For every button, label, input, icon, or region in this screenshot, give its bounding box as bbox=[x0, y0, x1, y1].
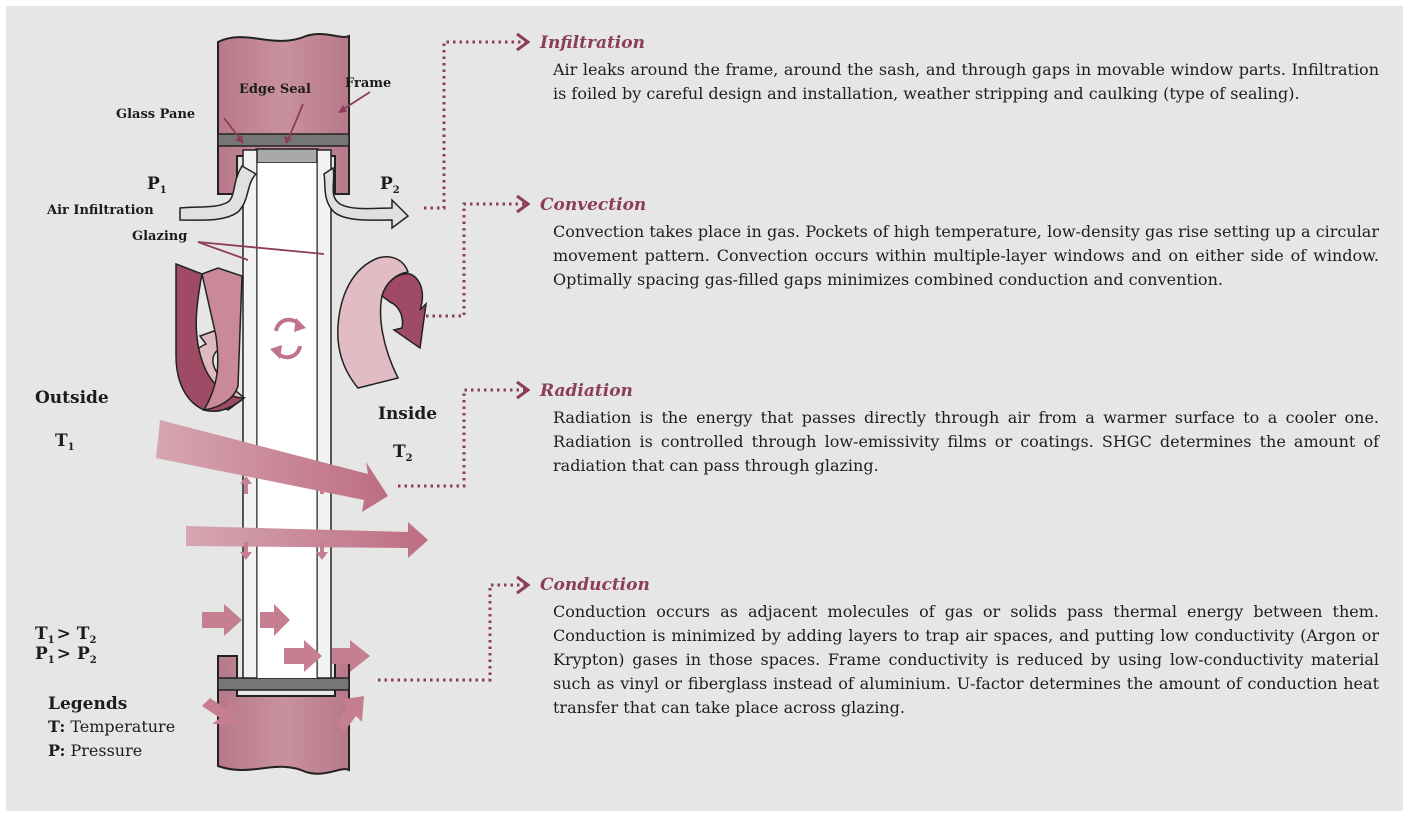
inside-convection-arrow-light bbox=[337, 256, 409, 389]
section-convection: Convection Convection takes place in gas… bbox=[540, 194, 1379, 292]
window-heat-transfer-diagram bbox=[156, 32, 531, 775]
label-pressure-relation: P1> P2 bbox=[35, 644, 97, 666]
section-body: Convection takes place in gas. Pockets o… bbox=[553, 222, 1379, 289]
label-outside: Outside bbox=[35, 388, 109, 408]
label-t2: T2 bbox=[393, 442, 413, 464]
outside-convection-arrow-dark bbox=[175, 262, 247, 412]
top-frame-cap bbox=[217, 133, 350, 147]
radiation-beam-upper bbox=[156, 420, 388, 512]
label-air-infiltration: Air Infiltration bbox=[47, 203, 154, 218]
glass-pane-left bbox=[242, 149, 258, 679]
label-temperature-relation: T1> T2 bbox=[35, 624, 97, 646]
label-t1: T1 bbox=[55, 431, 75, 453]
section-infiltration: Infiltration Air leaks around the frame,… bbox=[540, 32, 1379, 106]
legend-item-pressure: P: Pressure bbox=[48, 741, 143, 760]
section-body: Radiation is the energy that passes dire… bbox=[553, 408, 1379, 475]
section-body: Air leaks around the frame, around the s… bbox=[553, 60, 1379, 103]
conduction-arrow-frame-out bbox=[336, 696, 364, 732]
label-p2: P2 bbox=[380, 174, 400, 196]
conduction-arrow-frame-in bbox=[202, 698, 238, 724]
edge-seal-spacer bbox=[255, 148, 319, 164]
diagram-panel: Frame Edge Seal Glass Pane P1 P2 Air Inf… bbox=[6, 6, 1403, 811]
label-inside: Inside bbox=[378, 404, 438, 424]
inside-convection-arrow-dark bbox=[381, 273, 428, 350]
label-edge-seal: Edge Seal bbox=[239, 82, 311, 97]
section-title: Conduction bbox=[540, 575, 650, 595]
conduction-arrows bbox=[202, 604, 370, 672]
air-infiltration-out-arrow bbox=[323, 166, 410, 230]
legend-item-temperature: T: Temperature bbox=[48, 717, 176, 736]
label-frame: Frame bbox=[345, 76, 392, 91]
bottom-frame-cap bbox=[217, 677, 350, 691]
section-body: Conduction occurs as adjacent molecules … bbox=[553, 602, 1379, 717]
air-infiltration-in-arrow bbox=[179, 164, 258, 221]
section-conduction: Conduction Conduction occurs as adjacent… bbox=[540, 574, 1379, 720]
label-p1: P1 bbox=[147, 174, 167, 196]
leader-lines bbox=[378, 40, 526, 682]
section-title: Convection bbox=[540, 195, 647, 215]
section-title: Infiltration bbox=[540, 33, 645, 53]
legend-title: Legends bbox=[48, 694, 128, 714]
pane-conduction-ticks bbox=[240, 476, 328, 560]
label-glazing: Glazing bbox=[132, 229, 188, 244]
label-glass-pane: Glass Pane bbox=[116, 107, 196, 122]
section-radiation: Radiation Radiation is the energy that p… bbox=[540, 380, 1379, 478]
radiation-beam-lower bbox=[186, 522, 428, 558]
air-gap bbox=[257, 163, 317, 678]
leader-arrowheads bbox=[516, 32, 531, 595]
section-title: Radiation bbox=[540, 381, 633, 401]
glass-pane-right bbox=[316, 149, 332, 679]
